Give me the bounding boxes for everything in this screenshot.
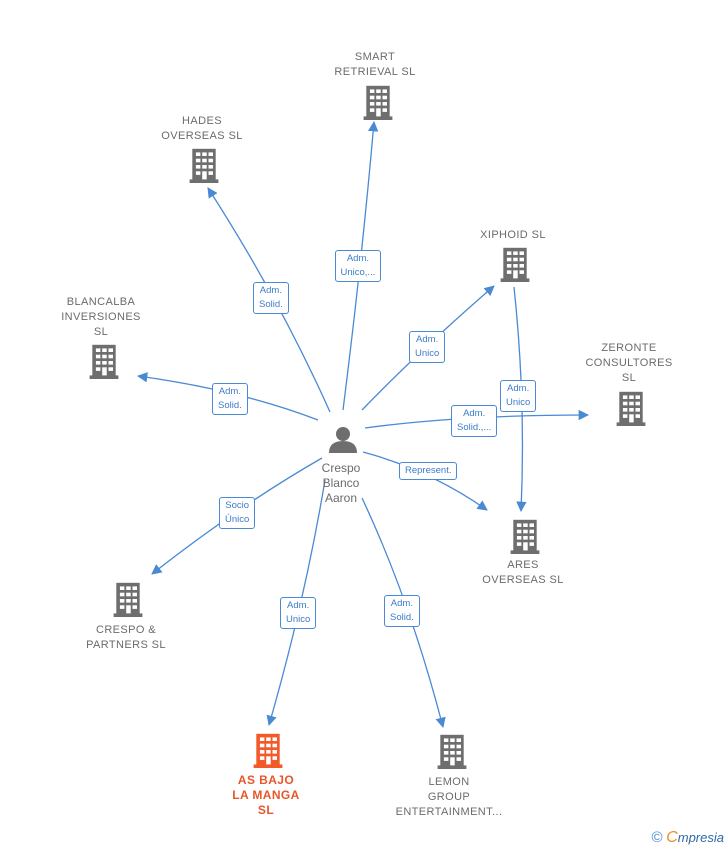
building-icon-xiphoid[interactable]: [500, 247, 530, 282]
edge-label-ares[interactable]: Represent.: [399, 462, 458, 480]
edge-label-zeronte[interactable]: Adm. Solid.,...: [451, 405, 498, 437]
edge-label-smart[interactable]: Adm. Unico,...: [334, 250, 382, 282]
brand-initial: C: [666, 829, 678, 846]
building-icon-hades[interactable]: [189, 148, 219, 183]
building-icon-asbajo[interactable]: [253, 733, 283, 768]
building-icon-crespo[interactable]: [113, 582, 143, 617]
building-icon-smart[interactable]: [363, 85, 393, 120]
node-label-hades[interactable]: HADES OVERSEAS SL: [161, 115, 243, 142]
footer-brand: © Cmpresia: [652, 829, 725, 847]
node-label-smart[interactable]: SMART RETRIEVAL SL: [334, 51, 416, 78]
copyright-icon: ©: [651, 829, 663, 846]
edge-ares: [362, 451, 488, 511]
edge-label-xiphoid-ares[interactable]: Adm. Unico: [500, 380, 537, 412]
building-icon-ares[interactable]: [510, 519, 540, 554]
node-label-blancalba[interactable]: BLANCALBA INVERSIONES SL: [61, 296, 141, 338]
center-person-label[interactable]: Crespo Blanco Aaron: [321, 461, 361, 505]
edge-label-blancalba[interactable]: Adm. Solid.: [212, 383, 248, 415]
edge-label-lemon[interactable]: Adm. Solid.: [384, 595, 420, 627]
node-label-asbajo[interactable]: AS BAJO LA MANGA SL: [232, 773, 300, 817]
node-label-xiphoid[interactable]: XIPHOID SL: [480, 229, 546, 241]
node-label-lemon[interactable]: LEMON GROUP ENTERTAINMENT...: [395, 776, 503, 818]
edge-label-asbajo[interactable]: Adm. Unico: [280, 597, 317, 629]
building-icon-lemon[interactable]: [437, 734, 467, 769]
brand-name: mpresia: [677, 830, 724, 845]
edge-label-xiphoid[interactable]: Adm. Unico: [409, 331, 446, 363]
person-icon[interactable]: [329, 427, 357, 453]
node-label-crespo[interactable]: CRESPO & PARTNERS SL: [86, 624, 166, 651]
edge-label-crespo[interactable]: Socio Único: [219, 497, 256, 529]
node-label-ares[interactable]: ARES OVERSEAS SL: [482, 559, 564, 586]
node-label-zeronte[interactable]: ZERONTE CONSULTORES SL: [585, 342, 673, 384]
building-icon-zeronte[interactable]: [616, 391, 646, 426]
edge-label-hades[interactable]: Adm. Solid.: [253, 282, 289, 314]
building-icon-blancalba[interactable]: [89, 344, 119, 379]
